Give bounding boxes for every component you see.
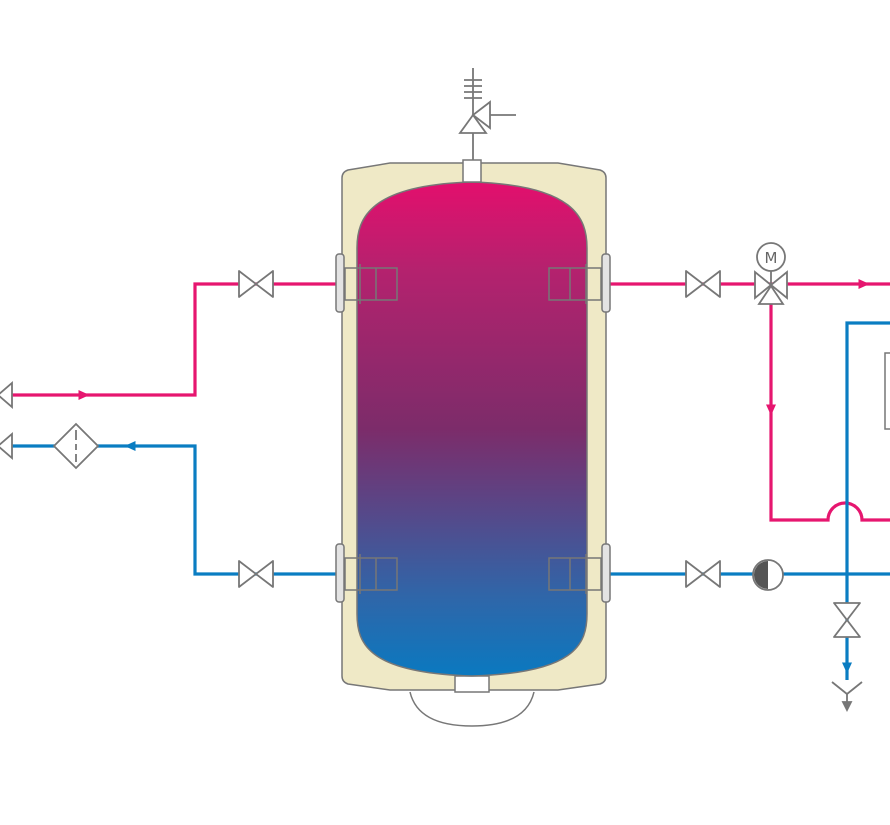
tank-bottom-socket (454, 675, 490, 693)
buffer-tank[interactable] (335, 159, 611, 727)
cold-branch-pipe (845, 321, 890, 680)
cold-pipe-left (10, 444, 338, 576)
hot-bypass-pipe (769, 296, 890, 522)
connection-left-bottom (335, 543, 398, 603)
connection-right-top (548, 253, 611, 313)
flow-arrow-hot-right (858, 279, 870, 289)
valve-hot-right[interactable] (685, 270, 721, 298)
consumer-box (884, 352, 890, 430)
flow-arrow-cold-left (124, 441, 136, 451)
drain-funnel[interactable] (831, 681, 863, 713)
edge-connectors-left (0, 381, 13, 460)
valve-drain[interactable] (833, 602, 861, 638)
circulation-pump[interactable] (752, 559, 784, 591)
flow-arrows (78, 279, 870, 674)
flow-arrow-hot-left (78, 390, 90, 400)
three-way-mixing-valve[interactable]: M (754, 242, 788, 305)
hot-pipe-left (10, 282, 338, 397)
valve-cold-right[interactable] (685, 560, 721, 588)
valve-hot-left[interactable] (238, 270, 274, 298)
shutoff-valves (238, 270, 861, 638)
safety-valve[interactable] (458, 68, 516, 160)
flow-arrow-cold-drain (842, 662, 852, 674)
tank-connections (335, 253, 611, 603)
tank-top-socket (462, 159, 482, 183)
dirt-filter[interactable] (52, 422, 100, 470)
connection-left-top (335, 253, 398, 313)
valve-cold-left[interactable] (238, 560, 274, 588)
flow-arrow-hot-bypass (766, 404, 776, 416)
tank-inner-vessel (356, 181, 588, 677)
tank-bottom-dome (409, 691, 535, 727)
safety-valve-spring (464, 79, 482, 99)
connection-right-bottom (548, 543, 611, 603)
motor-actuator[interactable]: M (756, 242, 786, 272)
motor-label: M (765, 249, 778, 267)
